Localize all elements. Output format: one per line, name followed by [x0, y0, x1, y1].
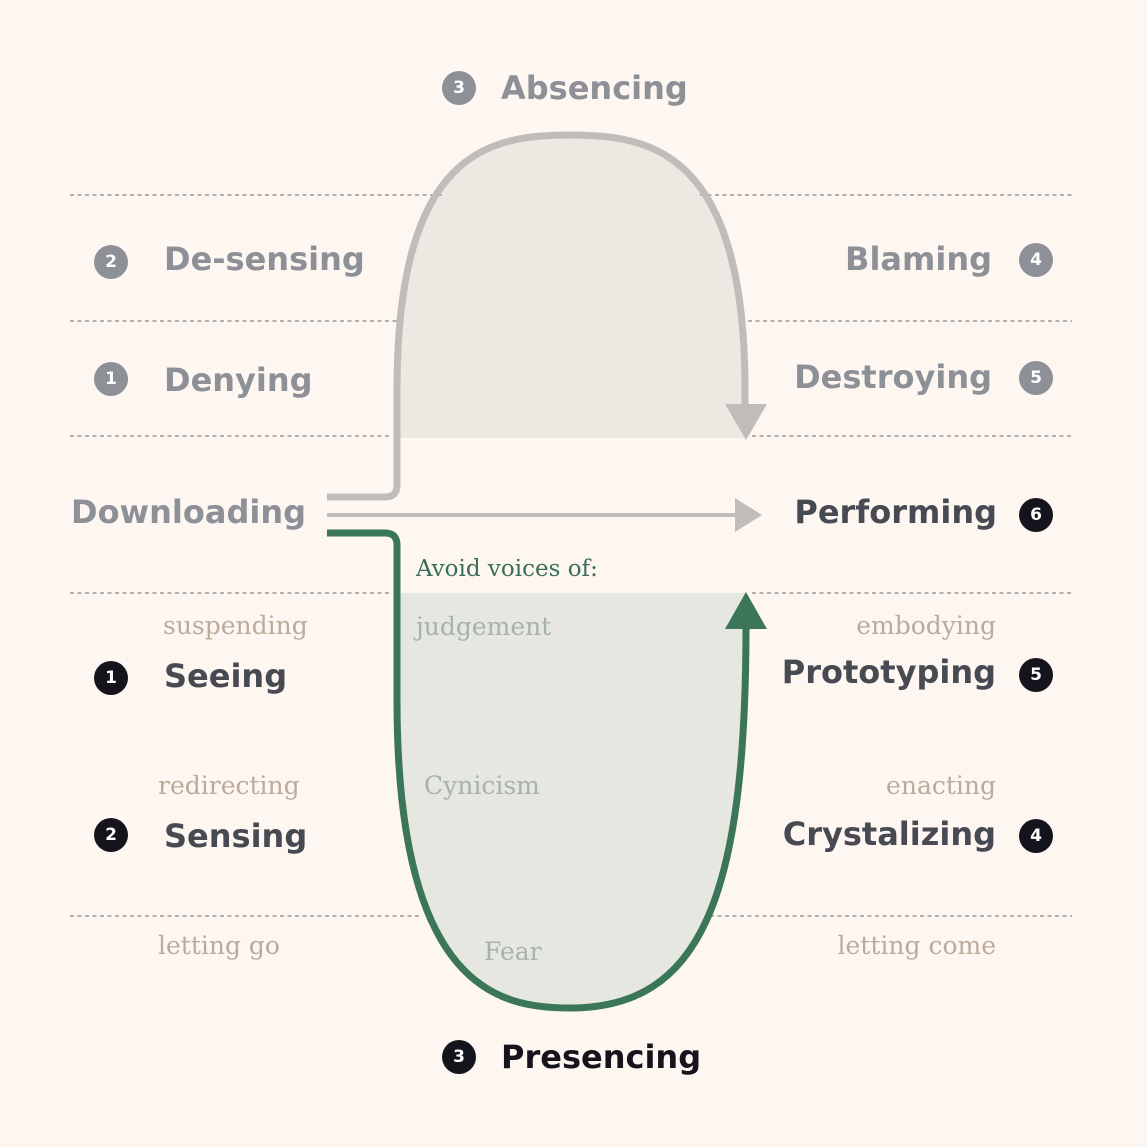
absencing-area [400, 135, 745, 438]
sensing-number-badge: 2 [94, 818, 128, 852]
crystalizing-number-badge: 4 [1019, 819, 1053, 853]
embodying-label: embodying [856, 611, 996, 640]
destroying-number-badge: 5 [1019, 361, 1053, 395]
downloading-label: Downloading [71, 493, 306, 531]
prototyping-label: Prototyping [781, 653, 996, 691]
denying-number-badge: 1 [94, 362, 128, 396]
presencing-label: Presencing [501, 1038, 702, 1076]
absencing-arrowhead [725, 404, 767, 440]
voice-cynicism: Cynicism [424, 771, 540, 800]
seeing-number-badge: 1 [94, 661, 128, 695]
blaming-number-badge: 4 [1019, 243, 1053, 277]
performing-number-badge: 6 [1019, 498, 1053, 532]
presencing-path [327, 529, 750, 1012]
absencing-number-badge: 3 [442, 71, 476, 105]
redirecting-label: redirecting [158, 771, 300, 800]
de-sensing-number-badge: 2 [94, 245, 128, 279]
seeing-label: Seeing [164, 657, 288, 695]
letting-go-label: letting go [158, 931, 280, 960]
denying-label: Denying [164, 361, 313, 399]
suspending-label: suspending [163, 611, 308, 640]
sensing-label: Sensing [164, 817, 308, 855]
avoid-voices-title: Avoid voices of: [416, 556, 598, 582]
voice-judgement: judgement [416, 612, 552, 641]
absencing-label: Absencing [501, 69, 688, 107]
presencing-number-badge: 3 [442, 1040, 476, 1074]
enacting-label: enacting [886, 771, 996, 800]
prototyping-number-badge: 5 [1019, 658, 1053, 692]
voice-fear: Fear [484, 937, 542, 966]
de-sensing-label: De-sensing [164, 240, 365, 278]
downloading-arrowhead [735, 498, 762, 532]
crystalizing-label: Crystalizing [782, 815, 996, 853]
absencing-path [327, 131, 749, 501]
letting-come-label: letting come [837, 931, 996, 960]
destroying-label: Destroying [794, 358, 992, 396]
presencing-arrowhead [725, 592, 767, 629]
level-lines [70, 194, 1072, 917]
blaming-label: Blaming [845, 240, 992, 278]
presencing-area [400, 593, 746, 1008]
performing-label: Performing [794, 493, 997, 531]
